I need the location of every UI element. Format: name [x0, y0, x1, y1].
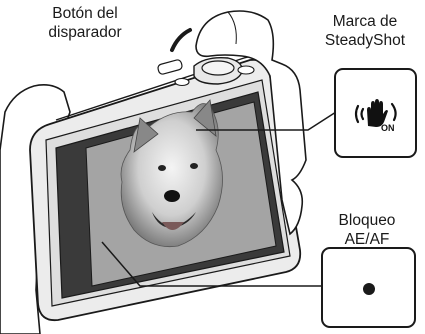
dog-photo [120, 99, 223, 248]
aeaf-icon-box [321, 247, 416, 328]
shutter-label-line1: Botón del [52, 5, 118, 22]
aeaf-lock-label: Bloqueo AE/AF [322, 211, 412, 249]
shutter-label-line2: disparador [48, 24, 122, 41]
top-controls [157, 56, 255, 87]
aeaf-label-line1: Bloqueo [338, 212, 396, 229]
shutter-button-label: Botón del disparador [0, 4, 170, 42]
right-hand [195, 10, 307, 236]
steadyshot-on-badge: ON [381, 123, 395, 132]
hand-shake-icon: ON [354, 99, 397, 132]
press-motion-arc [170, 28, 192, 52]
aeaf-leader [101, 241, 322, 287]
steadyshot-icon-box: ON [334, 68, 417, 158]
steadyshot-label: Marca de SteadyShot [305, 12, 425, 50]
steadyshot-label-line1: Marca de [332, 13, 398, 30]
steadyshot-label-line2: SteadyShot [324, 32, 406, 49]
dot-icon [363, 283, 375, 295]
aeaf-label-line2: AE/AF [344, 231, 390, 248]
steadyshot-leader [196, 111, 337, 131]
